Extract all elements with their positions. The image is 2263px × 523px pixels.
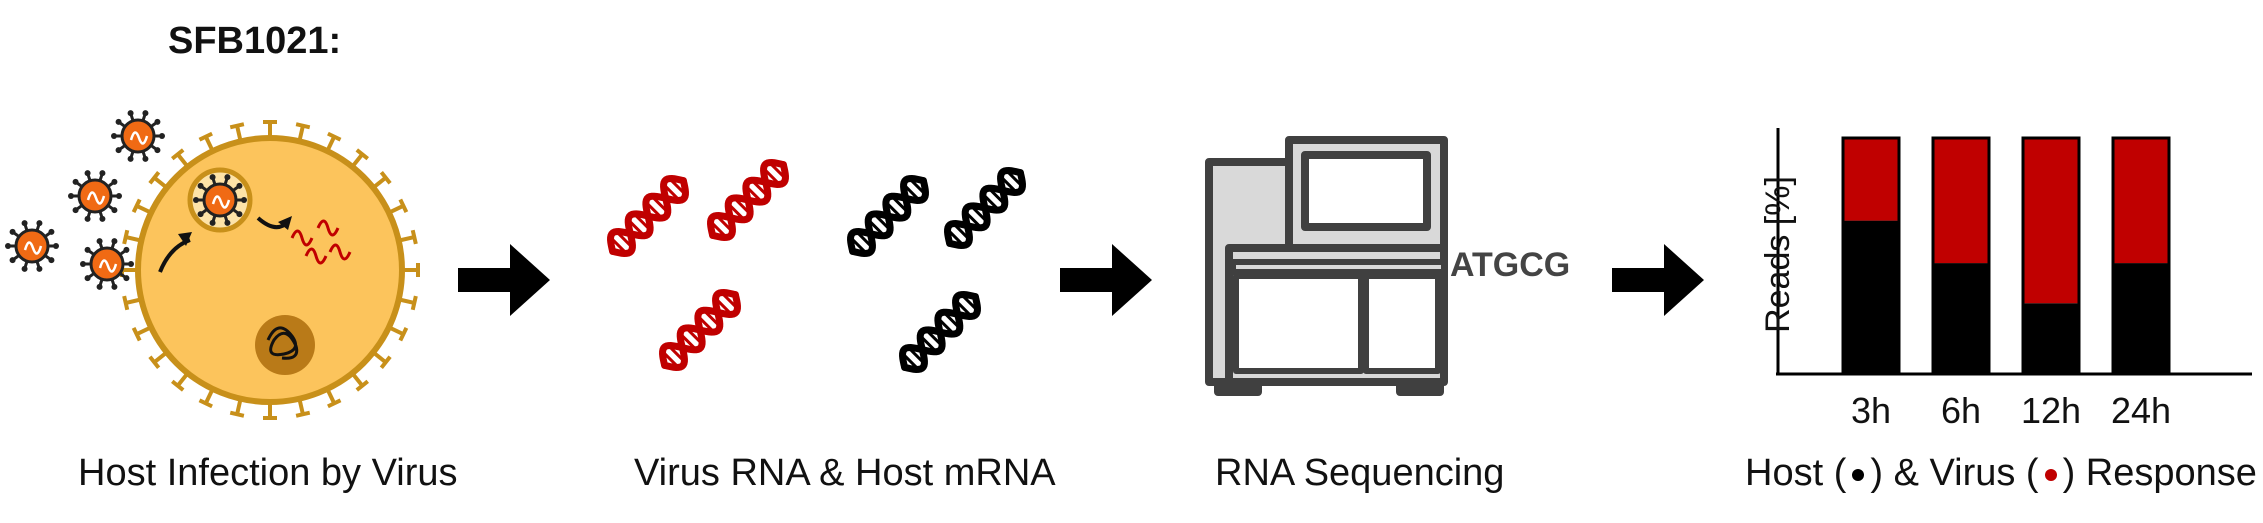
step-arrow-icon (1060, 244, 1152, 316)
virus-icon (193, 174, 247, 226)
step-caption-response: Host ( ) & Virus ( ) Response (1745, 452, 2257, 495)
chromatin-icon (266, 326, 299, 360)
step-arrow-icon (1612, 244, 1704, 316)
step-caption-sequencing: RNA Sequencing (1215, 452, 1505, 494)
receptor-cap (379, 355, 392, 369)
cell-nucleus (255, 315, 315, 375)
receptor-cap (122, 229, 130, 245)
bar-outline-3h (1841, 136, 1901, 376)
host-cell-illustration (5, 110, 420, 420)
virus-rna-helix-icon (607, 175, 689, 257)
receptor-cap (171, 379, 185, 392)
receptor-cap (171, 148, 185, 161)
virus-particles (5, 110, 247, 290)
host-mrna-helix-icon (847, 175, 929, 257)
rna-helices (607, 159, 1026, 373)
bar-host-12h (2023, 303, 2079, 374)
step-caption-infection: Host Infection by Virus (78, 452, 458, 494)
receptor-cap (229, 122, 245, 130)
cell-surface-receptors (120, 120, 420, 420)
bar-virus-12h (2023, 138, 2079, 304)
host-dot-icon (1852, 468, 1865, 481)
receptor-cap (379, 171, 392, 185)
virus-rna-helix-icon (707, 159, 789, 241)
bars (1841, 136, 2171, 376)
bar-host-3h (1843, 220, 1899, 374)
viral-rna-icon (290, 219, 352, 265)
receptor-cap (122, 295, 130, 311)
caption-suffix: ) Response (2062, 452, 2257, 494)
receptor-cap (148, 355, 161, 369)
step-arrow-icon (458, 244, 550, 316)
virus-icon (5, 220, 59, 272)
sequence-readout: ATGCG (1450, 246, 1571, 284)
release-arrowhead-icon (278, 216, 292, 230)
entry-arrowhead-icon (178, 232, 192, 246)
x-tick-label: 3h (1851, 390, 1892, 431)
x-tick-label: 6h (1941, 390, 1982, 431)
virus-icon (80, 238, 134, 290)
receptor-cap (327, 131, 342, 142)
receptor-cap (398, 327, 409, 342)
virus-icon (111, 110, 165, 162)
bar-outline-24h (2111, 136, 2171, 376)
receptor-cap (398, 198, 409, 213)
bar-virus-6h (1933, 138, 1989, 264)
receptor-cap (355, 379, 369, 392)
bar-outline-6h (1931, 136, 1991, 376)
virus-dot-icon (2044, 468, 2057, 481)
bar-virus-24h (2113, 138, 2169, 264)
bar-outline-12h (2021, 136, 2081, 376)
receptor-cap (327, 398, 342, 409)
x-tick-label: 12h (2021, 390, 2082, 431)
bar-host-6h (1933, 263, 1989, 374)
reads-stacked-bar-chart (1776, 128, 2252, 376)
caption-mid: ) & Virus ( (1870, 452, 2039, 494)
step-caption-rna: Virus RNA & Host mRNA (634, 452, 1056, 494)
virus-rna-helix-icon (659, 289, 741, 371)
host-mrna-helix-icon (899, 291, 981, 373)
sequencer-machine-icon (1205, 136, 1448, 396)
bar-host-24h (2113, 263, 2169, 374)
virus-icon (68, 170, 122, 222)
host-mrna-helix-icon (944, 167, 1026, 249)
receptor-cap (410, 229, 418, 245)
receptor-cap (148, 171, 161, 185)
receptor-cap (131, 327, 142, 342)
project-heading: SFB1021: (168, 20, 342, 62)
x-tick-label: 24h (2111, 390, 2172, 431)
chart-y-axis-label: Reads [%] (1758, 176, 1797, 333)
caption-prefix: Host ( (1745, 452, 1847, 494)
receptor-cap (131, 198, 142, 213)
receptor-cap (198, 131, 213, 142)
receptor-cap (410, 295, 418, 311)
receptor-cap (355, 148, 369, 161)
receptor-cap (295, 122, 311, 130)
bar-virus-3h (1843, 138, 1899, 221)
receptor-cap (295, 410, 311, 418)
receptor-cap (198, 398, 213, 409)
receptor-cap (229, 410, 245, 418)
